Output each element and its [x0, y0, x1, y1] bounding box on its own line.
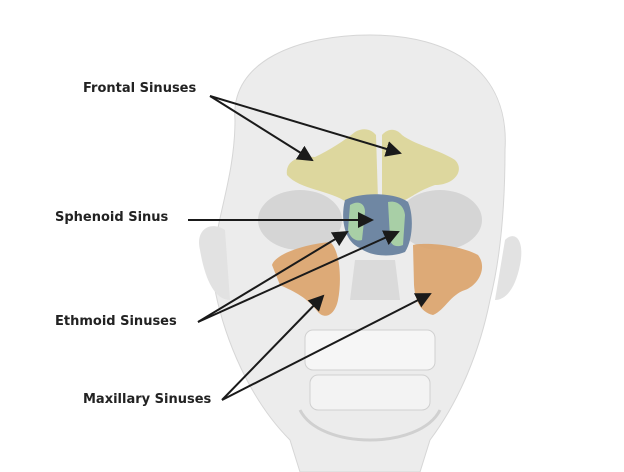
- arrow-maxillary-left: [221, 294, 325, 401]
- label-maxillary-sinuses: Maxillary Sinuses: [83, 392, 212, 407]
- ethmoid-sinus-region: [348, 202, 365, 241]
- arrow-frontal-right: [209, 95, 402, 157]
- label-frontal-sinuses: Frontal Sinuses: [83, 81, 197, 96]
- arrow-ethmoid-left: [197, 230, 349, 323]
- frontal-sinus-region: [286, 129, 378, 203]
- label-ethmoid-sinuses: Ethmoid Sinuses: [55, 314, 177, 329]
- ethmoid-sinus-region: [388, 201, 405, 247]
- arrow-ethmoid-right: [197, 230, 400, 323]
- arrows: [188, 95, 432, 401]
- label-sphenoid-sinus: Sphenoid Sinus: [55, 210, 169, 225]
- arrow-maxillary-right: [221, 293, 432, 401]
- arrow-frontal-left: [209, 95, 314, 162]
